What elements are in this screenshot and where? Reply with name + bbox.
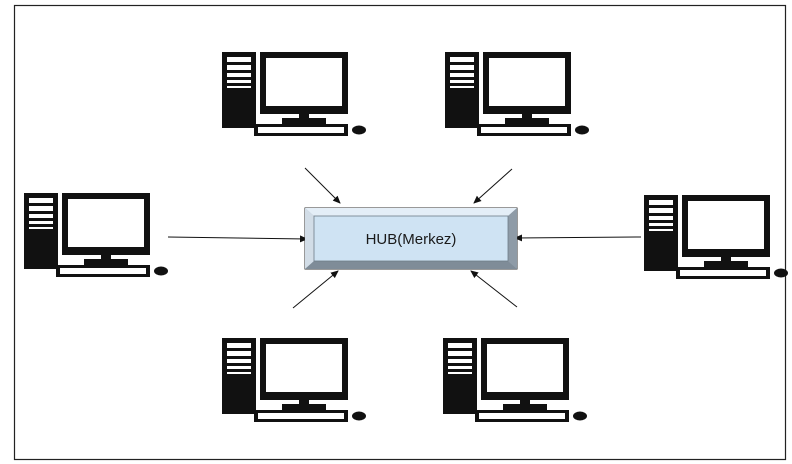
computer-right xyxy=(644,195,788,279)
computer-top-left xyxy=(222,52,366,136)
arrow-bottom-left xyxy=(292,270,339,309)
computer-left xyxy=(24,193,168,277)
computer-bottom-right xyxy=(443,338,587,422)
arrow-left xyxy=(167,235,308,243)
arrow-top-right xyxy=(473,168,513,204)
arrow-right xyxy=(514,234,642,242)
arrow-top-left xyxy=(304,167,341,204)
arrow-bottom-right xyxy=(470,270,518,308)
computer-bottom-left xyxy=(222,338,366,422)
hub-box: HUB(Merkez) xyxy=(304,207,518,270)
hub-label: HUB(Merkez) xyxy=(366,231,457,248)
diagram-frame xyxy=(13,4,787,461)
computer-top-right xyxy=(445,52,589,136)
